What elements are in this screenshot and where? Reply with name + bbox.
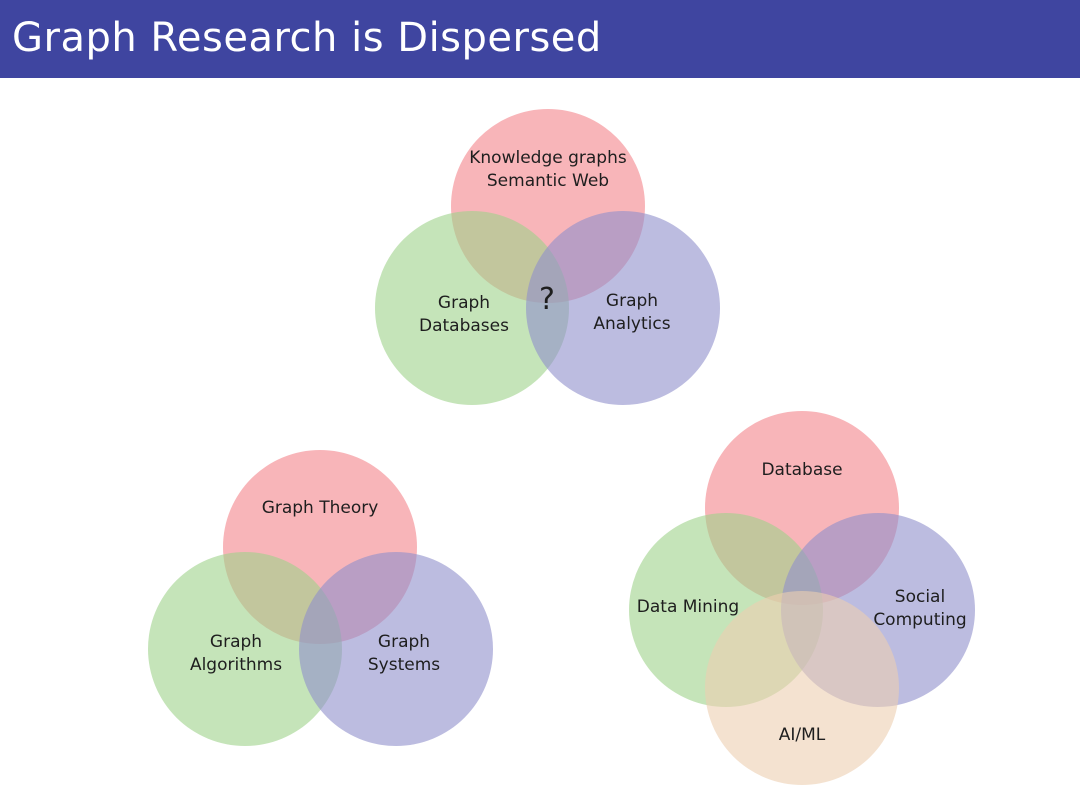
label-graph-systems-2: Systems [368,655,440,675]
label-graph-theory: Graph Theory [262,498,379,518]
label-graph-databases-1: Graph [438,293,490,313]
venn-top: Knowledge graphs Semantic Web Graph Data… [375,109,720,405]
label-semantic-web: Semantic Web [487,171,609,191]
label-data-mining: Data Mining [637,597,739,617]
label-computing: Computing [873,610,966,630]
venn-bottom-left: Graph Theory Graph Algorithms Graph Syst… [148,450,493,746]
label-graph-databases-2: Databases [419,316,509,336]
label-ai-ml: AI/ML [779,725,826,745]
venn-bl-circle-graph-systems [299,552,493,746]
label-database: Database [761,460,842,480]
slide-title: Graph Research is Dispersed [12,15,602,61]
label-graph-analytics-1: Graph [606,291,658,311]
venn-top-circle-graph-databases [375,211,569,405]
venn-bl-circle-graph-algorithms [148,552,342,746]
label-knowledge-graphs: Knowledge graphs [469,148,627,168]
title-bar: Graph Research is Dispersed [0,0,1080,78]
label-social: Social [895,587,945,607]
label-graph-analytics-2: Analytics [593,314,670,334]
label-graph-algorithms-2: Algorithms [190,655,282,675]
label-graph-systems-1: Graph [378,632,430,652]
venn-top-circle-graph-analytics [526,211,720,405]
label-graph-algorithms-1: Graph [210,632,262,652]
venn-bottom-right: Database Data Mining Social Computing AI… [629,411,975,785]
question-mark-label: ? [539,282,555,317]
venn-br-circle-ai-ml [705,591,899,785]
